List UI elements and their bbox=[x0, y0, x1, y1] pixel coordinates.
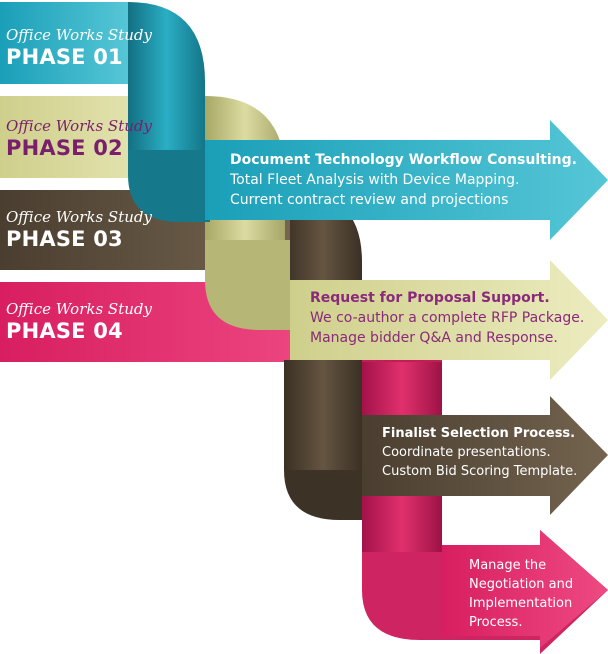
step-description-01: Document Technology Workflow Consulting.… bbox=[230, 150, 577, 210]
phase-label-03: Office Works Study PHASE 03 bbox=[6, 208, 152, 252]
step-heading: Request for Proposal Support. bbox=[310, 290, 550, 306]
phase-subtitle: Office Works Study bbox=[6, 300, 152, 318]
phase-subtitle: Office Works Study bbox=[6, 117, 152, 135]
step-line: Implementation bbox=[469, 596, 573, 611]
phase-title: PHASE 04 bbox=[6, 319, 123, 343]
step-line: Negotiation and bbox=[469, 577, 574, 592]
phase-subtitle: Office Works Study bbox=[6, 26, 152, 44]
step-heading: Finalist Selection Process. bbox=[382, 426, 576, 441]
step-description-03: Finalist Selection Process. Coordinate p… bbox=[382, 424, 577, 481]
phase-label-04: Office Works Study PHASE 04 bbox=[6, 300, 152, 344]
phase-title: PHASE 01 bbox=[6, 45, 123, 69]
step-line: Current contract review and projections bbox=[230, 192, 509, 208]
step-line: Process. bbox=[469, 615, 523, 630]
phase-label-01: Office Works Study PHASE 01 bbox=[6, 26, 152, 70]
ribbon-phase-01 bbox=[0, 2, 608, 240]
phase-title: PHASE 02 bbox=[6, 136, 123, 160]
phase-title: PHASE 03 bbox=[6, 227, 123, 251]
phase-label-02: Office Works Study PHASE 02 bbox=[6, 117, 152, 161]
step-line: Total Fleet Analysis with Device Mapping… bbox=[230, 172, 520, 188]
step-line: Manage the bbox=[469, 558, 547, 573]
step-heading: Document Technology Workflow Consulting. bbox=[230, 152, 577, 168]
step-line: Coordinate presentations. bbox=[382, 445, 551, 460]
step-description-04: Manage the Negotiation and Implementatio… bbox=[469, 556, 573, 632]
step-description-02: Request for Proposal Support. We co-auth… bbox=[310, 288, 584, 348]
phase-subtitle: Office Works Study bbox=[6, 208, 152, 226]
step-line: We co-author a complete RFP Package. bbox=[310, 310, 585, 326]
step-line: Manage bidder Q&A and Response. bbox=[310, 330, 558, 346]
step-line: Custom Bid Scoring Template. bbox=[382, 464, 578, 479]
